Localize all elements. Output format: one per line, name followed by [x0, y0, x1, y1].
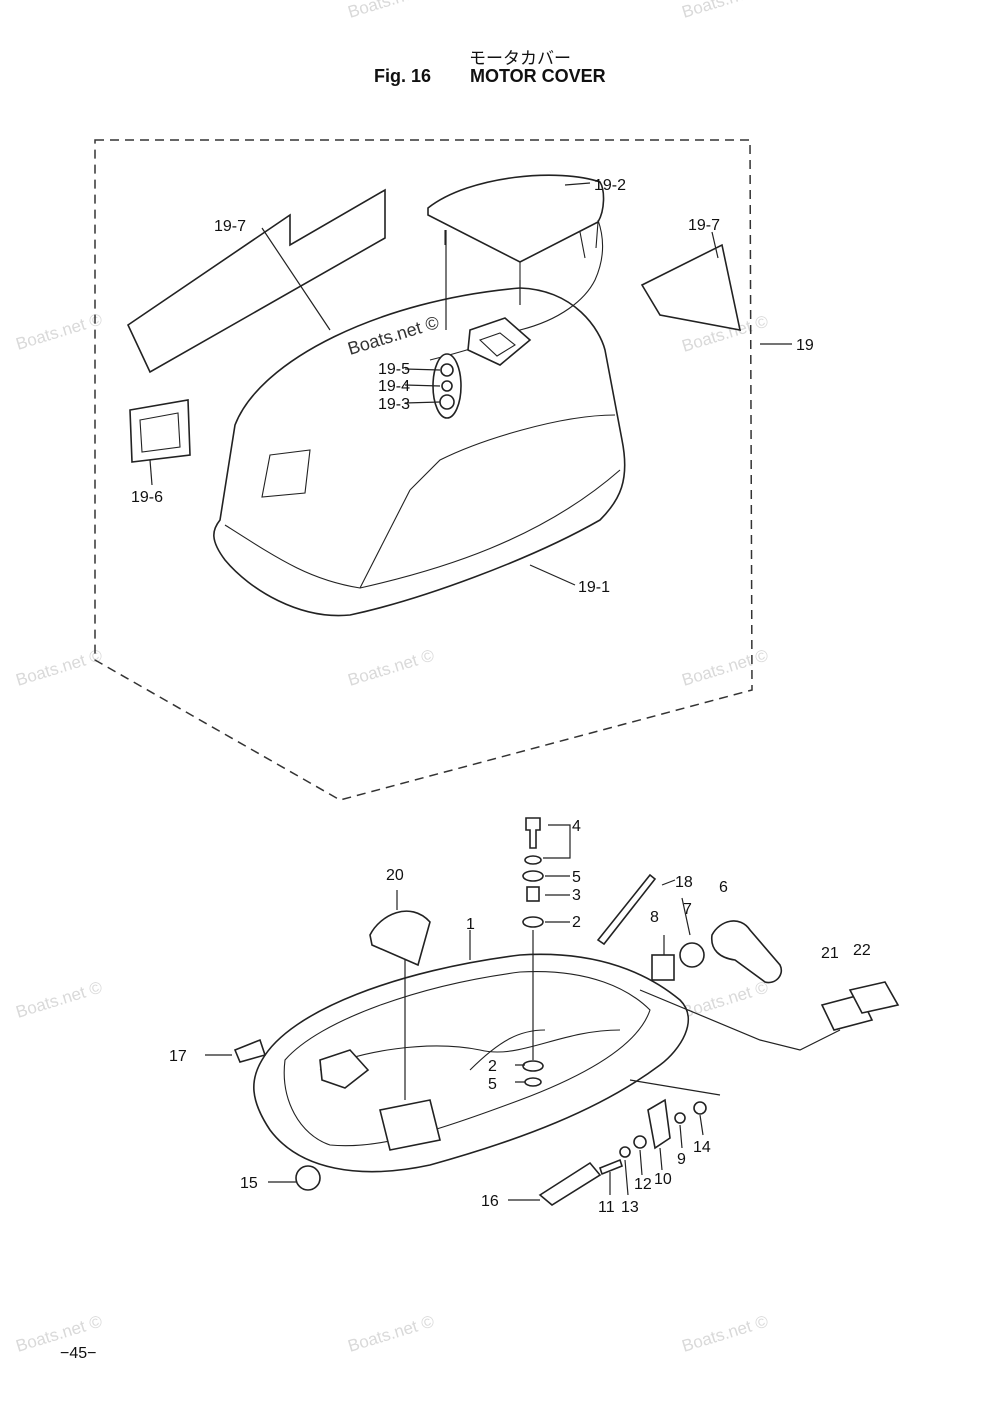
callout-11: 11 — [598, 1199, 615, 1216]
decal-left-19-7 — [126, 188, 386, 374]
assembly-19-boundary — [94, 139, 753, 801]
callout-2-top: 2 — [572, 914, 581, 931]
bottom-cover-group — [205, 817, 900, 1206]
callout-4: 4 — [572, 818, 581, 835]
callout-22: 22 — [853, 942, 871, 959]
callout-19-1: 19-1 — [578, 579, 610, 596]
callout-15: 15 — [240, 1175, 258, 1192]
figure-title-japanese: モータカバー — [469, 49, 571, 69]
callouts: 19-7 19-2 19-7 19 19-5 19-4 19-3 19-6 19… — [131, 177, 871, 1216]
callout-19-5: 19-5 — [378, 361, 410, 378]
callout-1: 1 — [466, 916, 475, 933]
decal-right-19-7 — [640, 243, 742, 332]
lever-6 — [710, 920, 783, 984]
watermark: Boats.net © — [680, 0, 771, 22]
callout-18: 18 — [675, 874, 693, 891]
bottom-cover-1 — [253, 953, 690, 1173]
callout-14: 14 — [693, 1139, 711, 1156]
callout-9: 9 — [677, 1151, 686, 1168]
page-number: −45− — [60, 1345, 97, 1362]
callout-16: 16 — [481, 1193, 499, 1210]
top-cover-group — [126, 174, 792, 617]
watermark: Boats.net © — [680, 977, 771, 1021]
callout-7: 7 — [683, 901, 692, 918]
callout-19-2: 19-2 — [594, 177, 626, 194]
callout-19-6: 19-6 — [131, 489, 163, 506]
callout-19-4: 19-4 — [378, 378, 410, 395]
callout-19-7-left: 19-7 — [214, 218, 246, 235]
callout-19-7-right: 19-7 — [688, 217, 720, 234]
callout-10: 10 — [654, 1171, 672, 1188]
watermark: Boats.net © — [346, 0, 437, 22]
callout-20: 20 — [386, 867, 404, 884]
callout-17: 17 — [169, 1048, 187, 1065]
callout-19-3: 19-3 — [378, 396, 410, 413]
callout-13: 13 — [621, 1199, 639, 1216]
callout-6: 6 — [719, 879, 728, 896]
callout-8: 8 — [650, 909, 659, 926]
figure-name: MOTOR COVER — [470, 66, 606, 86]
callout-5-top: 5 — [572, 869, 581, 886]
callout-12: 12 — [634, 1176, 652, 1193]
side-grommet-19-6 — [129, 399, 191, 463]
callout-5-bottom: 5 — [488, 1076, 497, 1093]
callout-3: 3 — [572, 887, 581, 904]
watermark: Boats.net © — [680, 1311, 771, 1355]
watermark: Boats.net © — [346, 1311, 437, 1355]
watermark: Boats.net © — [14, 309, 105, 353]
callout-21: 21 — [821, 945, 839, 962]
callout-19: 19 — [796, 337, 814, 354]
cap-20 — [369, 910, 431, 967]
watermark: Boats.net © — [14, 977, 105, 1021]
top-lid-19-2 — [427, 174, 605, 263]
watermark: Boats.net © — [346, 645, 437, 689]
callout-2-bottom: 2 — [488, 1058, 497, 1075]
watermark: Boats.net © — [680, 645, 771, 689]
figure-number: Fig. 16 — [374, 66, 432, 86]
watermark: Boats.net © — [14, 645, 105, 689]
